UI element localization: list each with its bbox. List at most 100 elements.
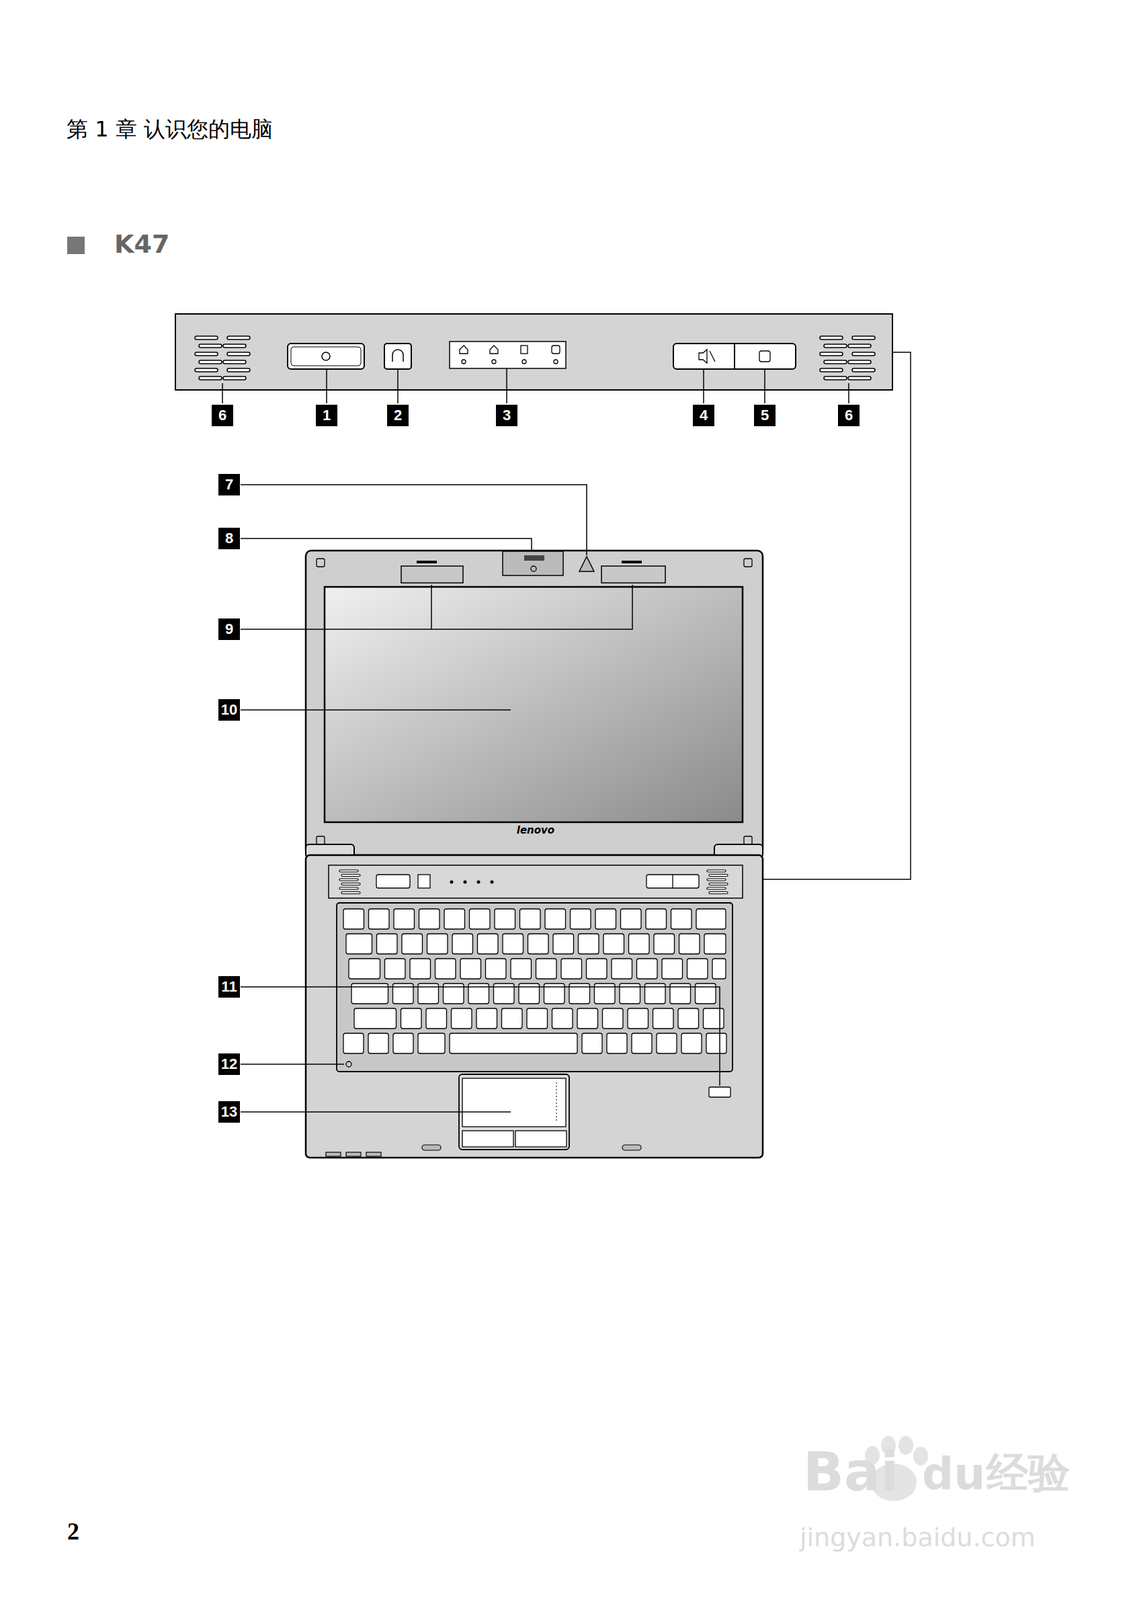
key — [502, 1008, 523, 1029]
grille-slot — [198, 360, 222, 364]
keyboard-keys — [343, 908, 727, 1054]
speaker-grille — [194, 336, 875, 380]
key — [645, 908, 667, 929]
indicator-led — [450, 880, 494, 884]
key — [401, 933, 423, 954]
running-header: 第 1 章 认识您的电脑 — [66, 118, 273, 140]
key — [435, 958, 457, 979]
key — [476, 1008, 498, 1029]
key — [393, 908, 415, 929]
key — [631, 1032, 652, 1054]
grille-slot — [819, 336, 843, 340]
callout-number: 6 — [211, 404, 234, 427]
key — [602, 1008, 624, 1029]
grille-slot — [852, 336, 875, 340]
grille-slot — [223, 360, 246, 364]
callout-number: 10 — [218, 698, 240, 721]
callout-number: 13 — [218, 1100, 240, 1123]
page-number: 2 — [67, 1518, 80, 1543]
key — [653, 933, 675, 954]
key — [343, 908, 365, 929]
grille-slot — [198, 344, 222, 348]
onekey-button — [384, 343, 412, 369]
key — [377, 933, 398, 954]
key — [469, 908, 491, 929]
grille-slot — [341, 883, 361, 886]
key — [656, 1032, 677, 1054]
key — [679, 933, 701, 954]
bumper — [743, 835, 752, 845]
key — [393, 1032, 414, 1054]
callout-number: 5 — [754, 404, 776, 427]
button-panel — [175, 313, 893, 390]
grille-slot — [823, 344, 847, 348]
grille-slot — [227, 368, 250, 372]
key — [502, 933, 524, 954]
grille-slot — [706, 887, 726, 890]
bumper — [743, 558, 752, 567]
key — [581, 1032, 603, 1054]
key — [637, 958, 658, 979]
section-title: K47 — [114, 231, 170, 257]
speaker-grille — [339, 869, 728, 894]
callout-number: 1 — [315, 404, 338, 427]
grille-slot — [819, 352, 843, 356]
callout-number: 12 — [218, 1053, 240, 1075]
grille-slot — [706, 878, 726, 881]
key — [419, 908, 441, 929]
grille-slot — [341, 874, 361, 877]
grille-slot — [339, 869, 359, 872]
key — [545, 908, 566, 929]
grille-slot — [194, 368, 218, 372]
key — [528, 933, 550, 954]
grille-slot — [708, 874, 728, 877]
key — [595, 908, 617, 929]
grille-slot — [223, 344, 246, 348]
key — [444, 908, 466, 929]
power-button — [290, 346, 361, 366]
key — [553, 933, 574, 954]
bumper — [316, 558, 325, 567]
leader-line — [240, 484, 720, 1112]
callout-number: 6 — [838, 404, 860, 427]
power-button — [376, 874, 410, 888]
mute-icon — [698, 349, 716, 363]
volume-buttons — [673, 343, 796, 369]
callout-number: 9 — [218, 618, 240, 640]
callout-number: 11 — [218, 975, 240, 998]
camera-lens — [524, 555, 545, 561]
grille-slot — [823, 376, 847, 380]
touchpad-button — [515, 1130, 567, 1147]
key — [348, 958, 381, 979]
power-button — [287, 343, 365, 369]
grille-slot — [848, 376, 871, 380]
touchpad-surface — [462, 1077, 566, 1127]
callout-number: 7 — [218, 473, 240, 496]
key — [526, 1008, 548, 1029]
key — [687, 958, 709, 979]
onekey-button — [417, 874, 431, 888]
key — [346, 933, 373, 954]
watermark: Bai — [803, 1444, 899, 1499]
key — [343, 1032, 364, 1054]
key — [368, 908, 390, 929]
callout-number: 4 — [692, 404, 715, 427]
grille-slot — [852, 368, 875, 372]
laptop-lid — [305, 550, 763, 855]
key — [586, 958, 608, 979]
key — [620, 908, 642, 929]
key — [536, 958, 558, 979]
callout-number: 2 — [387, 404, 409, 427]
leader-line — [222, 368, 849, 404]
status-indicators — [449, 341, 566, 369]
display-screen — [324, 586, 743, 822]
key — [452, 933, 474, 954]
antenna — [601, 565, 666, 583]
watermark-url: jingyan.baidu.com — [799, 1524, 1036, 1550]
key — [494, 908, 516, 929]
key — [510, 958, 532, 979]
key — [696, 908, 726, 929]
grille-slot — [223, 376, 246, 380]
brand-logo: lenovo — [516, 825, 555, 836]
key — [577, 1008, 599, 1029]
